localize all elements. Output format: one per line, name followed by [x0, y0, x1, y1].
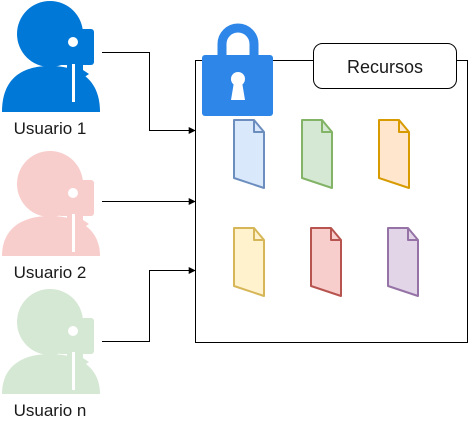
- padlock-icon: [202, 23, 273, 116]
- resources-label-box: Recursos: [313, 43, 457, 89]
- connector-user-1: [102, 52, 196, 134]
- user-label: Usuario 2: [14, 263, 87, 282]
- user-label: Usuario n: [14, 401, 87, 420]
- key-icon: [58, 180, 94, 254]
- document-icon: [378, 119, 410, 189]
- user-1: Usuario 1: [2, 1, 100, 138]
- document-icon: [233, 227, 265, 297]
- key-icon: [58, 29, 94, 104]
- user-n: Usuario n: [2, 289, 100, 420]
- document-icon: [387, 227, 419, 297]
- connector-user-n: [102, 267, 196, 342]
- resources-label: Recursos: [347, 57, 423, 77]
- user-2: Usuario 2: [2, 151, 100, 282]
- key-icon: [58, 318, 94, 392]
- document-icon: [233, 119, 265, 189]
- document-icon: [310, 227, 342, 297]
- user-label: Usuario 1: [14, 119, 87, 138]
- document-icon: [301, 119, 333, 189]
